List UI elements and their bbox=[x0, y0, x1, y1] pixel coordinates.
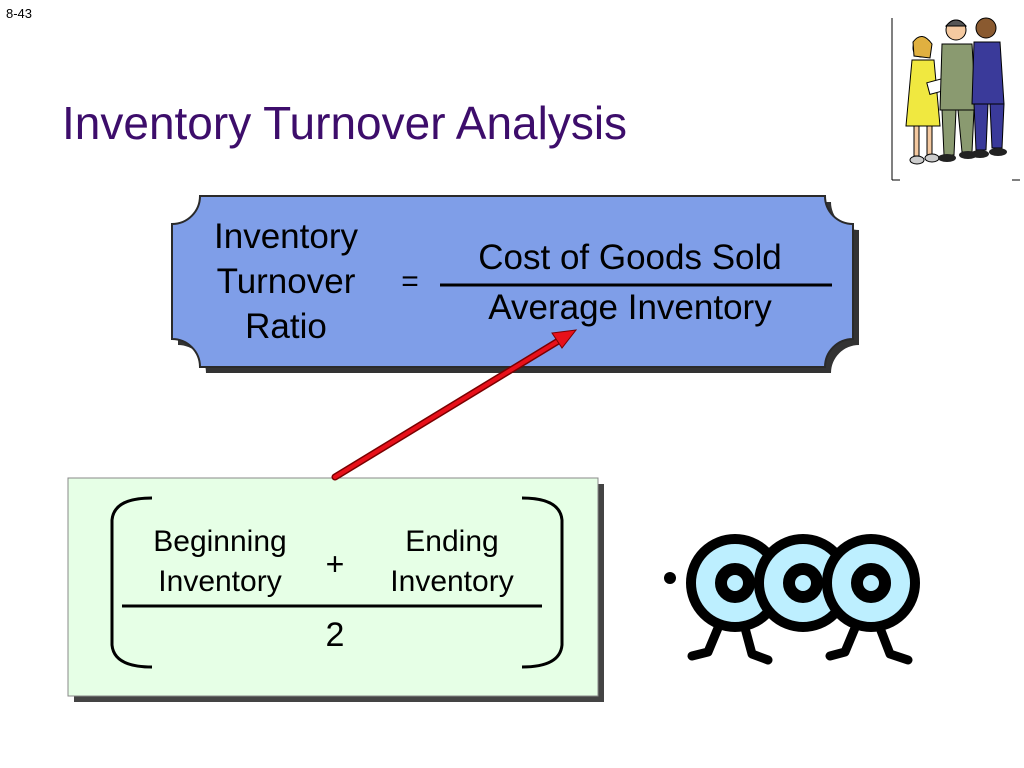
ending-inventory-line: Inventory bbox=[390, 565, 514, 598]
average-box bbox=[67, 477, 599, 697]
right-bracket bbox=[521, 496, 564, 669]
red-arrow-icon bbox=[331, 329, 578, 481]
denominator: Average Inventory bbox=[488, 288, 772, 327]
slide-number: 8-43 bbox=[6, 6, 33, 21]
slide-title: Inventory Turnover Analysis bbox=[62, 97, 628, 149]
left-bracket bbox=[110, 496, 153, 669]
divisor: 2 bbox=[325, 616, 345, 654]
ending-inventory-line: Ending bbox=[405, 525, 499, 558]
beginning-inventory-label: Beginning Inventory bbox=[120, 522, 320, 602]
numerator: Cost of Goods Sold bbox=[478, 238, 782, 277]
ending-inventory-label: Ending Inventory bbox=[352, 522, 552, 602]
ratio-label-line: Turnover bbox=[216, 262, 356, 301]
ratio-label-line: Inventory bbox=[214, 217, 358, 256]
plus-sign: + bbox=[325, 546, 345, 582]
beginning-inventory-line: Beginning bbox=[153, 525, 287, 558]
walking-rings-clipart-icon bbox=[664, 534, 920, 665]
business-people-clipart-icon bbox=[891, 17, 1020, 181]
beginning-inventory-line: Inventory bbox=[158, 565, 282, 598]
formula-box bbox=[171, 195, 854, 368]
ratio-label: Inventory Turnover Ratio bbox=[186, 214, 386, 349]
ratio-label-line: Ratio bbox=[245, 307, 327, 346]
equals-sign: = bbox=[401, 265, 419, 298]
